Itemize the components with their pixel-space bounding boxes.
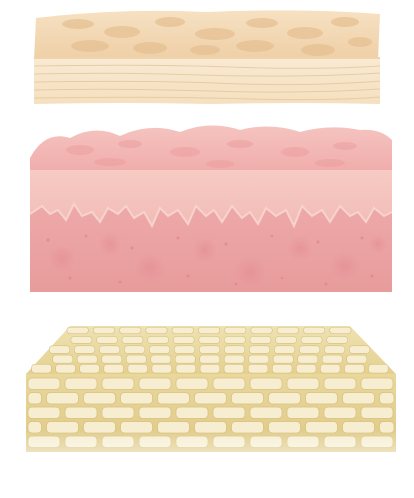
cell: [176, 407, 208, 419]
cell: [122, 336, 143, 343]
cell: [361, 378, 393, 390]
cell: [126, 355, 146, 363]
cell: [47, 393, 79, 405]
cell: [276, 336, 297, 343]
cell: [324, 346, 345, 354]
cell: [74, 346, 95, 354]
cell: [224, 346, 245, 354]
cell: [296, 364, 316, 373]
cell: [158, 393, 190, 405]
cell: [269, 393, 301, 405]
cell: [287, 407, 319, 419]
cell: [327, 336, 348, 343]
cell: [53, 355, 73, 363]
cell: [324, 378, 356, 390]
cell: [200, 355, 220, 363]
cell: [199, 346, 220, 354]
cell: [97, 336, 118, 343]
cell: [213, 378, 245, 390]
cell: [28, 378, 60, 390]
cell: [345, 364, 365, 373]
cell: [200, 364, 220, 373]
cell: [149, 346, 170, 354]
cell: [104, 364, 124, 373]
cell: [248, 364, 268, 373]
cell: [250, 407, 282, 419]
cell: [173, 336, 194, 343]
cell: [151, 355, 171, 363]
cell: [84, 393, 116, 405]
cell: [322, 355, 342, 363]
cell: [65, 378, 97, 390]
cell: [225, 327, 247, 333]
cell: [174, 346, 195, 354]
cell-layer-fade: [20, 430, 404, 470]
cell: [28, 393, 42, 405]
cell: [330, 327, 352, 333]
cell: [298, 355, 318, 363]
cell: [224, 355, 244, 363]
cell: [303, 327, 325, 333]
cell: [347, 355, 367, 363]
cell: [120, 327, 142, 333]
cell: [251, 327, 272, 333]
cell: [124, 346, 145, 354]
cell: [361, 407, 393, 419]
cell: [80, 364, 100, 373]
cell: [67, 327, 89, 333]
cell: [272, 364, 292, 373]
cell: [176, 364, 196, 373]
cell: [172, 327, 194, 333]
cell: [49, 346, 70, 354]
cell: [195, 393, 227, 405]
cell: [121, 393, 153, 405]
cell: [199, 336, 220, 343]
cell: [249, 346, 269, 354]
cell: [277, 327, 299, 333]
cell: [380, 393, 395, 405]
cell: [65, 407, 97, 419]
cell: [146, 327, 168, 333]
cell: [152, 364, 172, 373]
cell: [213, 407, 245, 419]
cell: [287, 378, 319, 390]
cell: [320, 364, 340, 373]
cell: [343, 393, 375, 405]
cell: [93, 327, 115, 333]
cell: [102, 407, 134, 419]
cell: [232, 393, 264, 405]
cell: [273, 355, 293, 363]
cell: [299, 346, 320, 354]
cell: [102, 355, 122, 363]
cell: [71, 336, 92, 343]
cell: [99, 346, 120, 354]
cell: [274, 346, 295, 354]
cell: [349, 346, 370, 354]
cell: [32, 364, 52, 373]
cell: [324, 407, 356, 419]
cell: [139, 407, 171, 419]
cell: [306, 393, 338, 405]
cell: [28, 407, 60, 419]
cell: [128, 364, 148, 373]
cell: [250, 336, 271, 343]
cell: [77, 355, 97, 363]
cell: [176, 378, 208, 390]
cell: [175, 355, 195, 363]
cell: [224, 364, 244, 373]
cell: [148, 336, 169, 343]
cell: [301, 336, 322, 343]
cell: [139, 378, 171, 390]
cell: [249, 355, 269, 363]
cell: [102, 378, 134, 390]
cell: [369, 364, 389, 373]
cell: [198, 327, 220, 333]
cell: [224, 336, 245, 343]
cell: [250, 378, 282, 390]
cell: [56, 364, 76, 373]
